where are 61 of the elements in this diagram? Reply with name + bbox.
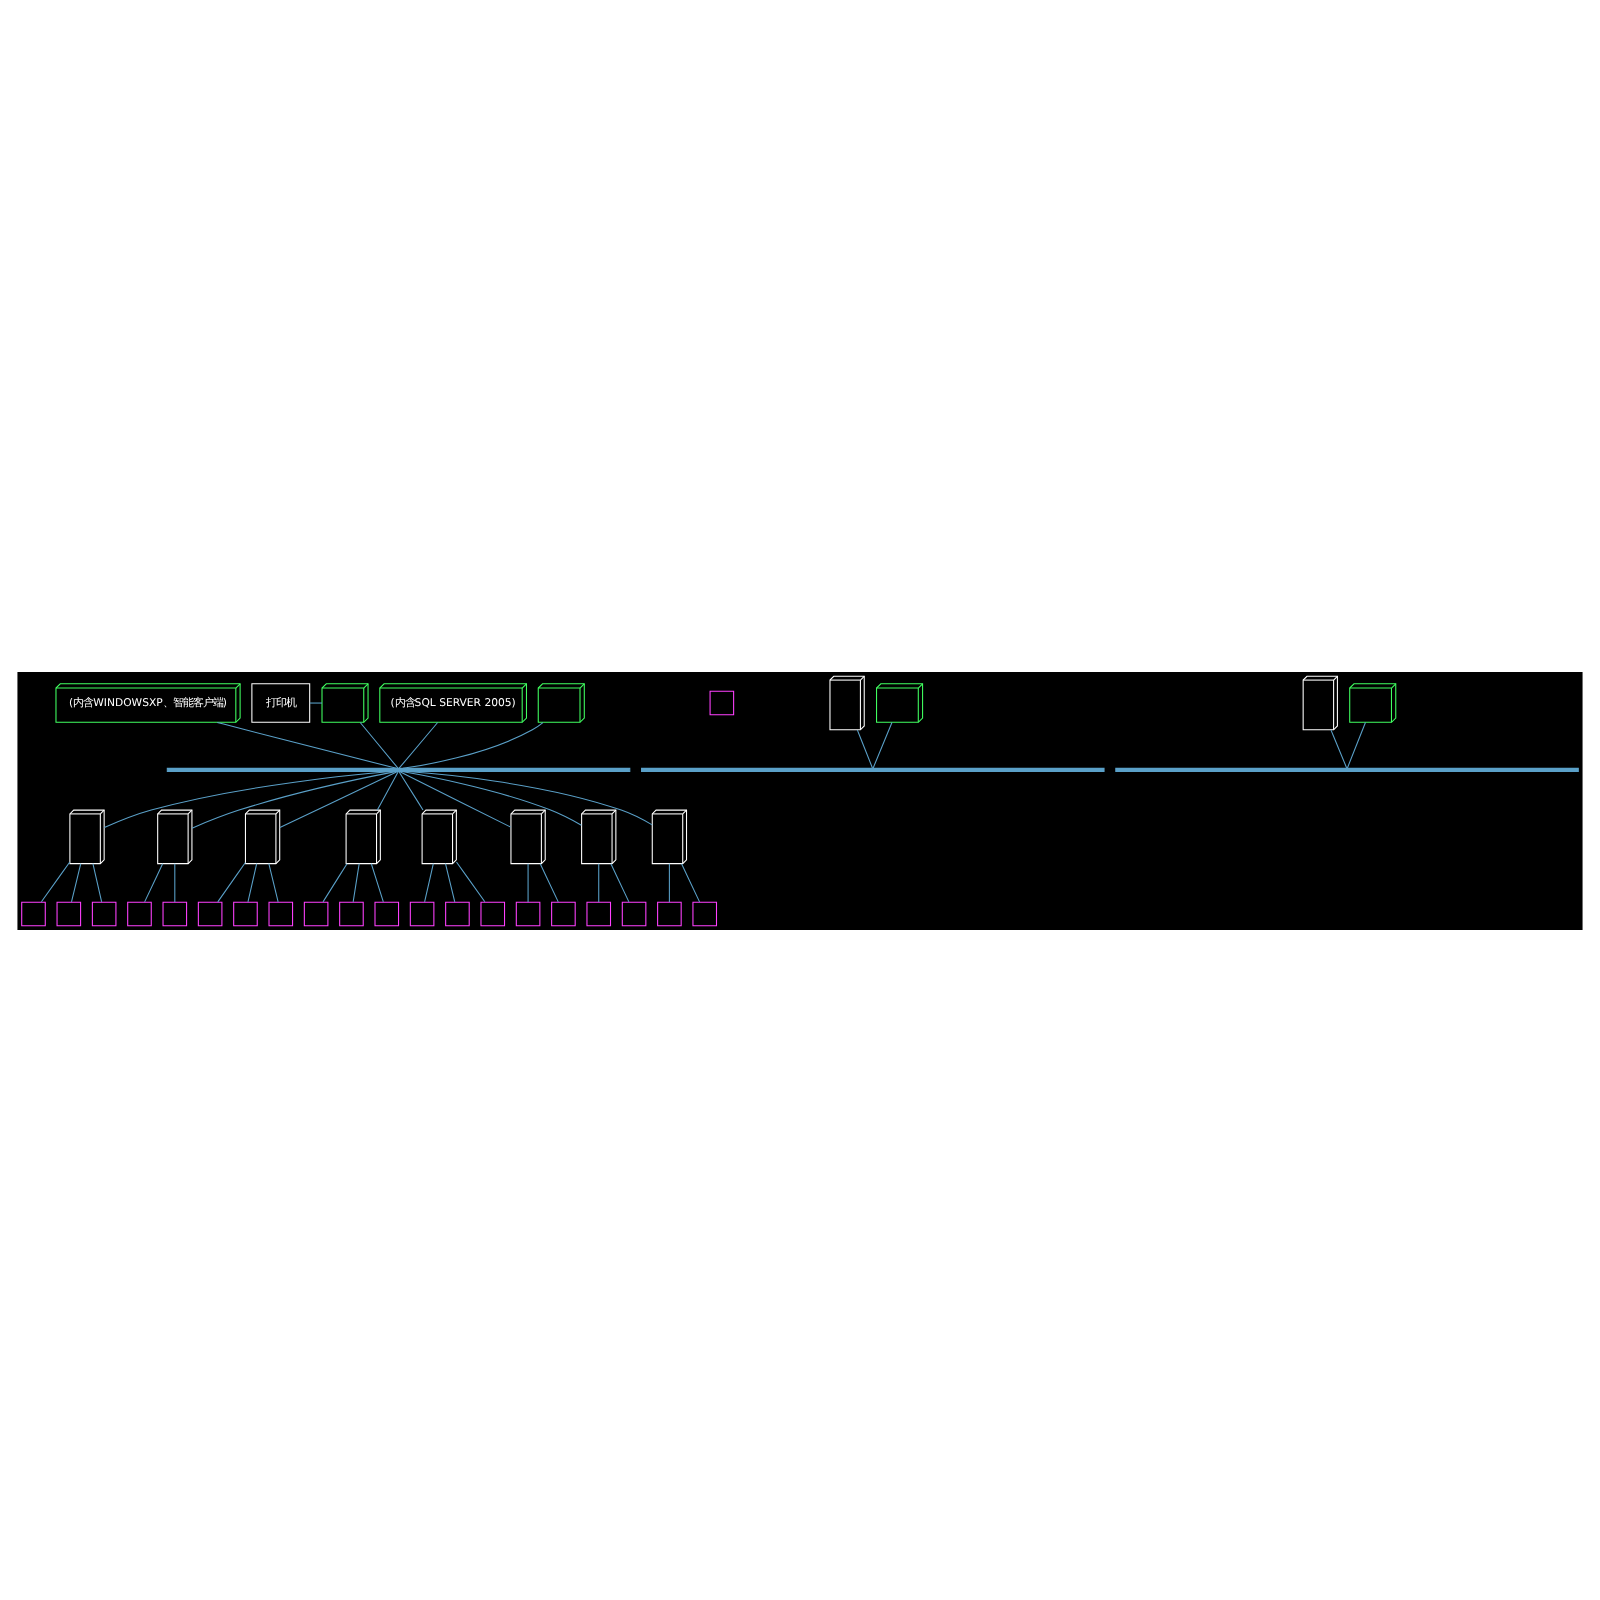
connector [681, 862, 701, 902]
connector [399, 770, 512, 827]
node-box [586, 900, 612, 926]
connector [668, 862, 670, 902]
connector [92, 862, 103, 902]
node-box [445, 900, 470, 926]
node-box [709, 689, 735, 715]
node-bar [1115, 766, 1579, 772]
connector [444, 862, 456, 902]
node-box [268, 900, 294, 926]
connector [352, 862, 360, 902]
connector [527, 862, 529, 902]
node-box [480, 900, 506, 926]
connector [1330, 728, 1348, 768]
node-box [56, 900, 82, 926]
connector [539, 862, 559, 902]
connector [191, 770, 396, 828]
node-box [692, 900, 718, 926]
node-bar [166, 766, 631, 772]
node-box [621, 900, 647, 926]
connector [70, 862, 82, 902]
connector [216, 720, 397, 768]
connector [174, 862, 176, 902]
node-box [303, 900, 329, 926]
connector [103, 770, 392, 828]
connector [398, 770, 424, 810]
node-box [657, 900, 682, 926]
node-box [21, 900, 46, 926]
connector [455, 860, 486, 902]
connector [872, 720, 893, 768]
connector [144, 862, 164, 902]
connector [1346, 720, 1366, 768]
connector [268, 862, 279, 902]
connector [247, 862, 258, 902]
node-box [127, 900, 152, 926]
connector [856, 728, 873, 768]
connector [309, 701, 323, 703]
node-box [409, 900, 435, 926]
connector [424, 862, 434, 902]
connector [322, 862, 348, 902]
connector [217, 860, 246, 902]
connector [359, 720, 399, 768]
node-box [197, 900, 223, 926]
node-bar [641, 766, 1105, 772]
node-box [162, 900, 188, 926]
connector [376, 770, 399, 810]
node-box [339, 900, 364, 926]
node-box [233, 900, 258, 926]
connector [370, 862, 384, 902]
connector [610, 862, 630, 902]
connector [40, 860, 71, 902]
node-box [374, 900, 400, 926]
connector [402, 721, 544, 768]
connector [279, 770, 398, 828]
node-box [551, 900, 576, 926]
connector [398, 720, 439, 768]
node-box [515, 900, 541, 926]
node-box [91, 900, 117, 926]
connector [598, 862, 600, 902]
connector [401, 770, 582, 825]
connector [406, 770, 653, 825]
